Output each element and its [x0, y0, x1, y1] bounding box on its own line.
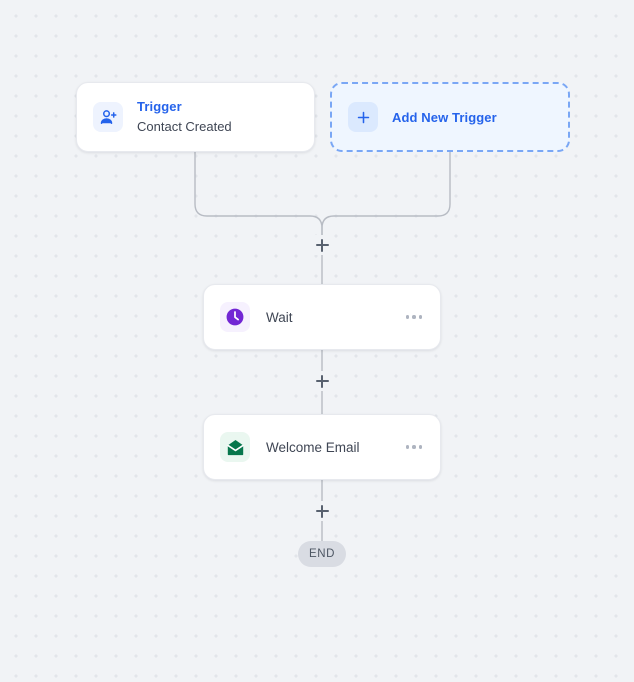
step-label-welcome-email: Welcome Email	[266, 439, 360, 455]
add-new-trigger-button[interactable]: Add New Trigger	[330, 82, 570, 152]
envelope-open-icon	[220, 432, 250, 462]
plus-icon	[348, 102, 378, 132]
person-plus-icon	[93, 102, 123, 132]
add-new-trigger-label: Add New Trigger	[392, 109, 497, 125]
end-badge: END	[298, 541, 346, 567]
add-step-button-after-trigger[interactable]	[312, 235, 332, 255]
trigger-subtitle: Contact Created	[137, 119, 232, 134]
ellipsis-icon[interactable]	[404, 441, 425, 453]
step-label-wait: Wait	[266, 309, 293, 325]
add-step-button-after-wait[interactable]	[312, 371, 332, 391]
add-step-button-after-email[interactable]	[312, 501, 332, 521]
clock-icon	[220, 302, 250, 332]
trigger-title: Trigger	[137, 99, 182, 115]
ellipsis-icon[interactable]	[404, 311, 425, 323]
step-node-welcome-email[interactable]: Welcome Email	[203, 414, 441, 480]
trigger-node[interactable]: Trigger Contact Created	[76, 82, 315, 152]
step-node-wait[interactable]: Wait	[203, 284, 441, 350]
